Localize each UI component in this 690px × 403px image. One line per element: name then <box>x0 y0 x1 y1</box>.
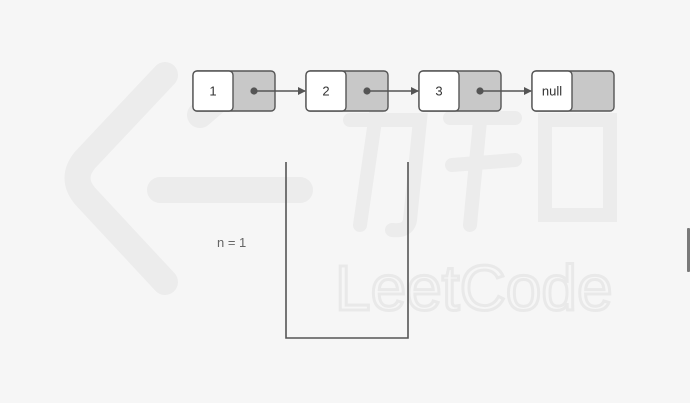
node-value-cell <box>531 70 573 112</box>
scrollbar-thumb[interactable] <box>687 228 690 272</box>
list-node: 3 <box>418 70 502 112</box>
node-value-label: 1 <box>209 84 216 99</box>
list-node: null <box>531 70 615 112</box>
linked-list: 1 2 3 null <box>192 70 615 112</box>
stack-container <box>285 162 409 339</box>
list-node: 2 <box>305 70 389 112</box>
node-value-label: null <box>542 84 562 99</box>
leetcode-watermark: LeetCode <box>64 62 617 326</box>
node-value-cell <box>418 70 460 112</box>
node-value-cell <box>305 70 347 112</box>
node-value-cell <box>192 70 234 112</box>
watermark-text: LeetCode <box>335 252 613 324</box>
node-value-label: 2 <box>322 84 329 99</box>
counter-label: n = 1 <box>217 235 246 250</box>
watermark-glyph <box>343 93 617 238</box>
node-value-label: 3 <box>435 84 442 99</box>
